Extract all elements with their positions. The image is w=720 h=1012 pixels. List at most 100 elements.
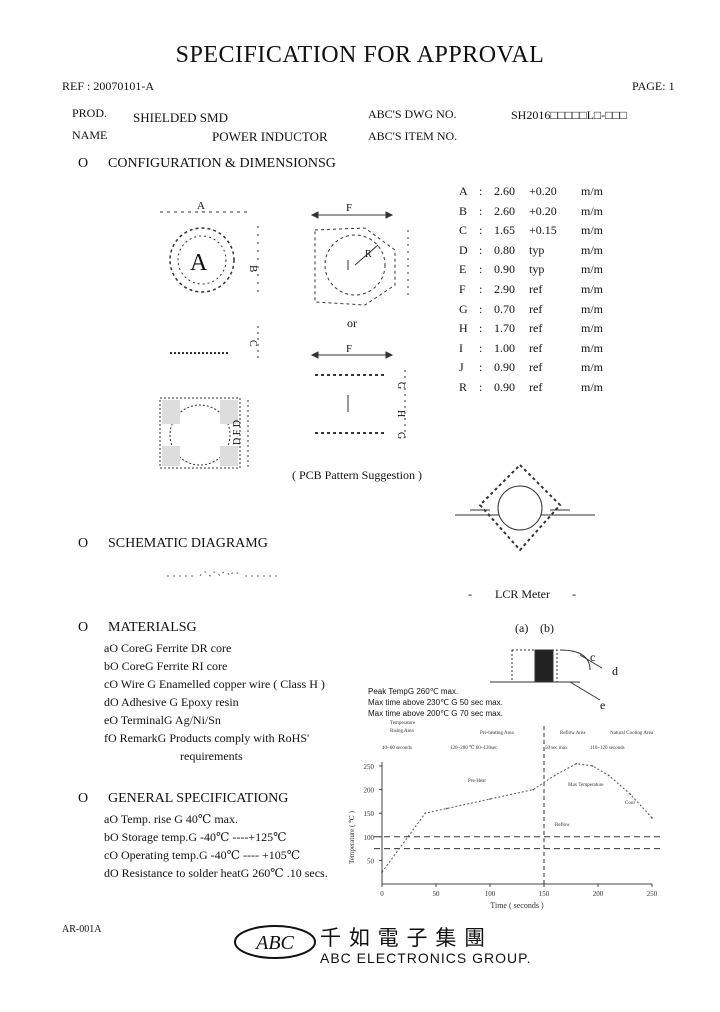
- dimension-value: 1.65: [494, 223, 515, 238]
- schematic-heading: SCHEMATIC DIAGRAMG: [108, 536, 268, 551]
- dimension-tolerance: ref: [529, 360, 543, 375]
- x-tick-label: 50: [433, 890, 441, 898]
- reflow-point: [424, 812, 426, 814]
- reflow-point: [554, 774, 556, 777]
- svg-text:C: C: [247, 340, 258, 347]
- reflow-note-peak: Peak TempG 260℃ max.: [368, 687, 459, 696]
- dimension-unit: m/m: [581, 262, 604, 277]
- dimension-row: G:0.70 ref m/m: [459, 302, 619, 322]
- dimension-value: 2.60: [494, 184, 515, 198]
- dimension-tolerance: typ: [529, 262, 545, 277]
- page-title: SPECIFICATION FOR APPROVAL: [175, 42, 545, 68]
- zone-time: 50 sec max: [545, 746, 568, 751]
- general-item-d: dO Resistance to solder heatG 260℃ .10 s…: [104, 866, 328, 880]
- x-axis-label: Time ( seconds ): [490, 901, 544, 910]
- page-number: PAGE: 1: [632, 79, 675, 93]
- x-tick-label: 250: [647, 890, 658, 898]
- reflow-point: [591, 765, 594, 767]
- callout-c: c: [590, 650, 596, 664]
- x-tick-label: 200: [593, 890, 604, 898]
- config-bullet: O: [78, 156, 89, 171]
- reflow-point: [575, 762, 578, 765]
- svg-text:F: F: [346, 202, 352, 214]
- dimension-unit: m/m: [581, 321, 604, 336]
- ref-number: REF : 20070101-A: [62, 79, 155, 93]
- zone-label: Temperature: [390, 721, 416, 726]
- reflow-point: [532, 788, 534, 791]
- top-view: A B: [160, 200, 259, 298]
- dimension-row: E:0.90 typ m/m: [459, 262, 619, 282]
- dimension-separator: :: [479, 301, 483, 316]
- component-cross-section: [490, 649, 603, 701]
- dimension-unit: m/m: [581, 281, 604, 296]
- dimension-tolerance: ref: [529, 340, 543, 355]
- dimension-unit: m/m: [581, 184, 604, 198]
- dimension-label: E: [459, 262, 467, 277]
- dimension-tolerance: +0.20: [529, 184, 557, 198]
- general-item-a: aO Temp. rise G 40℃ max.: [104, 812, 239, 826]
- material-item-c: cO Wire G Enamelled copper wire ( Class …: [104, 677, 325, 691]
- y-tick-label: 200: [364, 787, 375, 795]
- lcr-meter-label: LCR Meter: [495, 587, 550, 601]
- dimension-drawings: A B A C D F D F R or: [159, 200, 409, 469]
- zone-time: 110~120 seconds: [590, 746, 625, 751]
- dimension-separator: :: [479, 281, 483, 296]
- dimension-separator: :: [479, 379, 483, 394]
- zone-label: Rising Area: [390, 729, 415, 734]
- curve-label: Reflow: [555, 823, 570, 828]
- or-label: or: [347, 316, 357, 330]
- dimension-tolerance: ref: [529, 301, 543, 316]
- dimension-label: C: [459, 223, 468, 238]
- dimension-tolerance: ref: [529, 379, 543, 394]
- x-tick-label: 150: [539, 890, 550, 898]
- callout-e: e: [600, 698, 606, 712]
- material-item-f: fO RemarkG Products comply with RoHS': [104, 731, 310, 745]
- dimension-label: G: [459, 301, 468, 316]
- material-item-e: eO TerminalG Ag/Ni/Sn: [104, 713, 221, 727]
- marking-letter: A: [190, 250, 208, 276]
- dimension-unit: m/m: [581, 301, 604, 316]
- lcr-dash-left: -: [468, 587, 472, 601]
- side-view: C: [170, 326, 259, 360]
- form-code: AR-001A: [62, 924, 102, 935]
- dimension-unit: m/m: [581, 223, 604, 238]
- dimension-unit: m/m: [581, 360, 604, 375]
- dimension-tolerance: ref: [529, 321, 543, 336]
- pcb-view-square: F G H G: [310, 343, 406, 440]
- svg-text:A: A: [197, 200, 205, 212]
- dimension-separator: :: [479, 340, 483, 355]
- svg-text:F: F: [346, 343, 352, 355]
- company-name-english: ABC ELECTRONICS GROUP.: [320, 950, 532, 966]
- pcb-view-round: F R: [310, 202, 409, 306]
- dimension-value: 0.70: [494, 301, 515, 316]
- lcr-fixture-drawing: [455, 463, 595, 552]
- material-item-a: aO CoreG Ferrite DR core: [104, 641, 232, 655]
- dimension-value: 0.90: [494, 262, 515, 277]
- item-label: ABC'S ITEM NO.: [368, 129, 458, 143]
- dimension-separator: :: [479, 360, 483, 375]
- dimension-label: R: [459, 379, 468, 394]
- callout-a: (a): [515, 621, 529, 635]
- dimension-separator: :: [479, 262, 483, 277]
- dimension-label: B: [459, 203, 468, 218]
- dwg-label: ABC'S DWG NO.: [368, 107, 457, 121]
- pcb-pattern-label: ( PCB Pattern Suggestion ): [292, 468, 423, 482]
- dimension-label: H: [459, 321, 468, 336]
- lcr-dash-right: -: [572, 587, 576, 601]
- reflow-point: [381, 871, 383, 873]
- curve-label: Max Temperature: [568, 783, 604, 788]
- y-tick-label: 150: [364, 810, 375, 818]
- general-item-c: cO Operating temp.G -40℃ ---- +105℃: [104, 848, 301, 862]
- materials-bullet: O: [78, 620, 89, 635]
- general-bullet: O: [78, 791, 89, 806]
- y-tick-label: 250: [364, 763, 375, 771]
- reflow-point: [446, 807, 448, 810]
- curve-label: Cool: [625, 801, 635, 806]
- reflow-point: [608, 774, 610, 777]
- product-name-line1: SHIELDED SMD: [133, 110, 228, 125]
